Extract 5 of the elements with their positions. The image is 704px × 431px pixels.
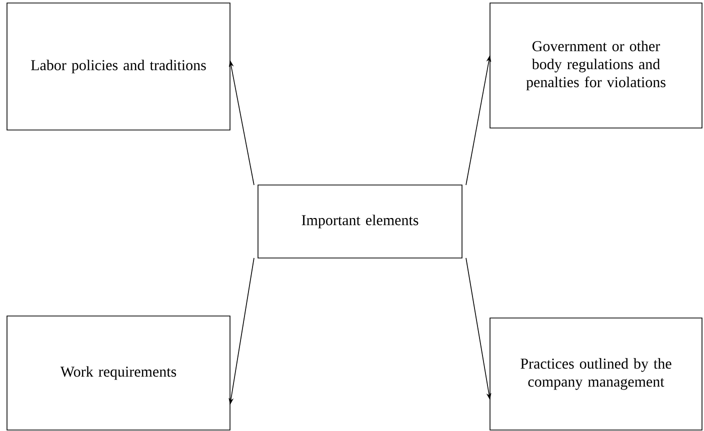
text-box: Work requirements — [6, 316, 230, 430]
text-box: Government or other body regulations and penalties for violations — [490, 2, 702, 128]
text-box: Labor policies and traditions — [6, 2, 230, 130]
text-box: Practices outlined by the company management — [490, 318, 702, 430]
text-box: Important elements — [258, 184, 462, 258]
